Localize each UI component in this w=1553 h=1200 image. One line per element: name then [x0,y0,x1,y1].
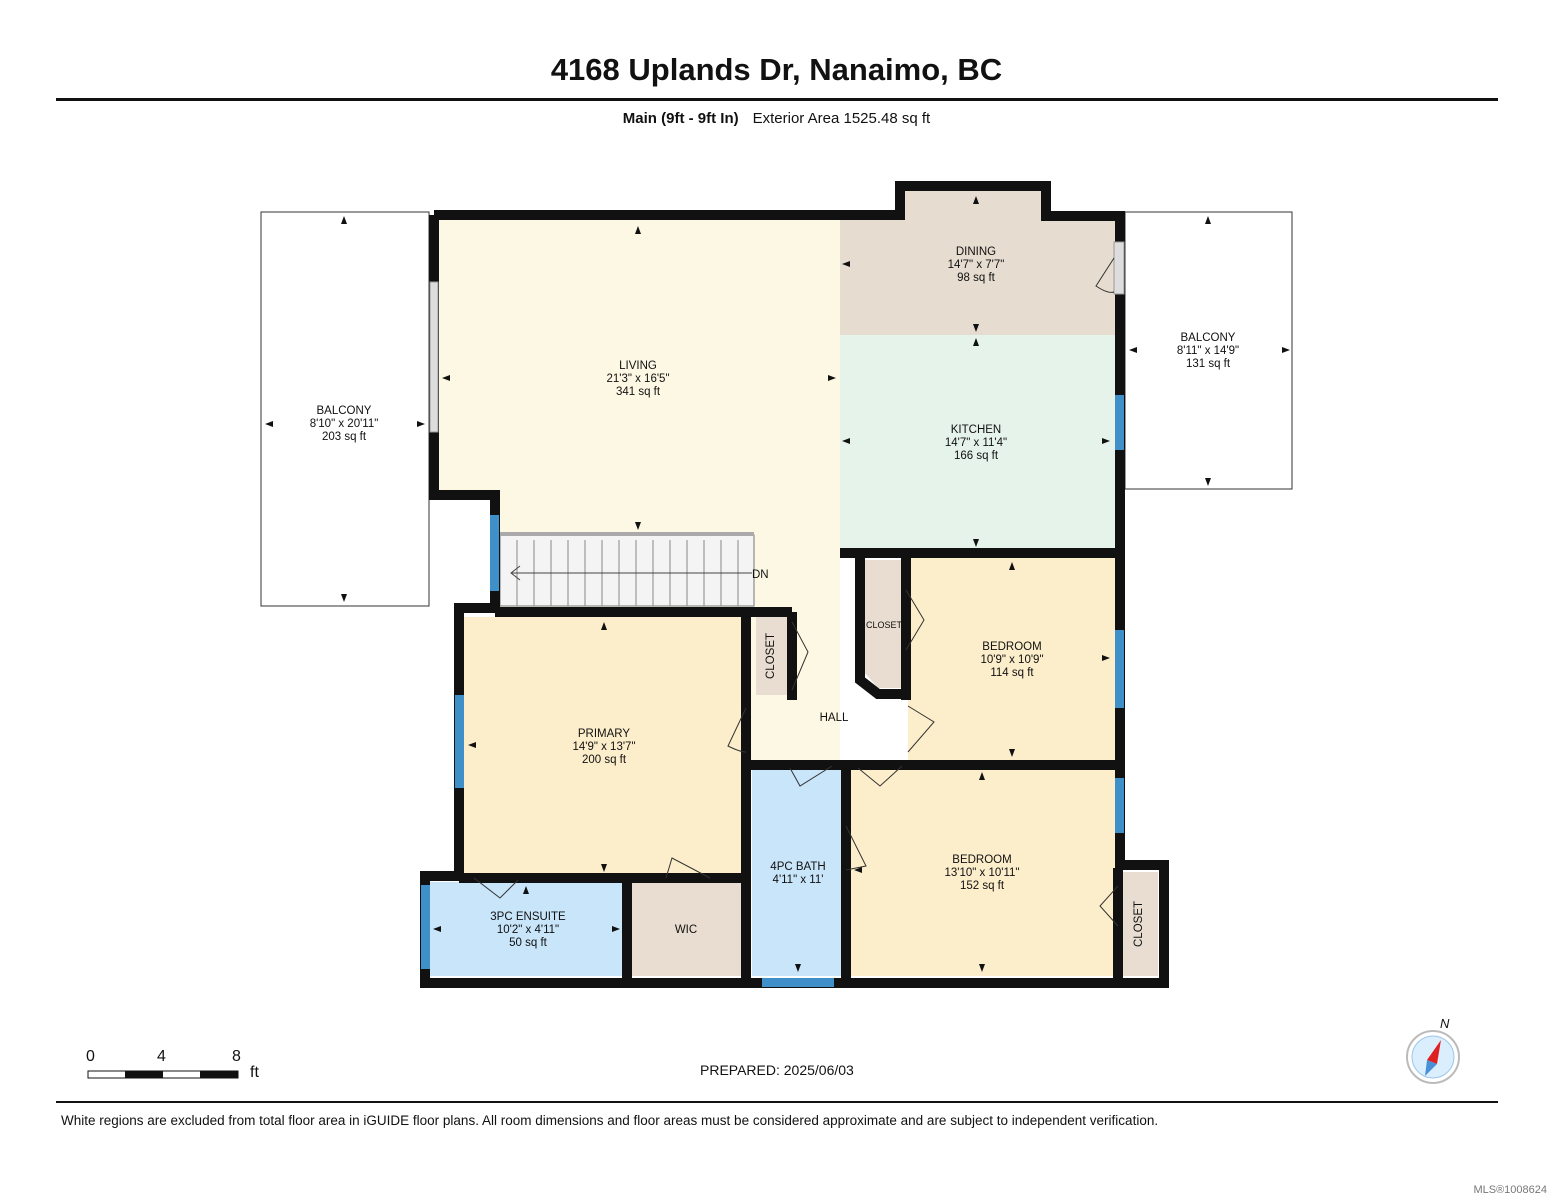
disclaimer-text: White regions are excluded from total fl… [61,1113,1159,1128]
scale-label-0: 0 [86,1048,95,1065]
sliding-door-west [429,281,439,433]
dining-dims: 14'7" x 7'7" [948,259,1005,271]
scale-bar [87,1070,239,1079]
living-room [435,220,840,765]
living-name: LIVING [619,360,657,372]
dining-name: DINING [956,246,996,258]
compass-icon [1406,1030,1460,1084]
prepared-date: PREPARED: 2025/06/03 [700,1062,854,1078]
kitchen-area: 166 sq ft [954,450,999,462]
compass-north-label: N [1440,1016,1450,1031]
scale-label-8: 8 [232,1048,241,1065]
living-dims: 21'3" x 16'5" [606,373,669,385]
closet-hall-label: CLOSET [765,633,777,679]
scale-unit: ft [250,1064,259,1081]
bath-name: 4PC BATH [770,861,825,873]
title-rule [56,98,1498,101]
mls-number: MLS®1008624 [1473,1184,1547,1196]
bedroom2-name: BEDROOM [952,854,1011,866]
primary-area: 200 sq ft [582,754,627,766]
primary-name: PRIMARY [578,728,631,740]
balcony-east-area: 131 sq ft [1186,358,1231,370]
primary-dims: 14'9" x 13'7" [572,741,635,753]
balcony-east-dims: 8'11" x 14'9" [1177,345,1239,357]
living-area: 341 sq ft [616,386,661,398]
sliding-door-east [1113,241,1125,295]
closet-bedroom-2 [1122,872,1158,976]
level-subtitle: Main (9ft - 9ft In) Exterior Area 1525.48… [0,110,1553,127]
balcony-east-name: BALCONY [1181,332,1236,344]
ensuite-dims: 10'2" x 4'11" [497,924,559,936]
stair-rail [500,532,754,536]
wic-name: WIC [675,924,697,936]
dining-room [840,188,1118,335]
footer-rule [56,1101,1498,1103]
dimension-arrows [265,196,1290,972]
kitchen [840,335,1118,550]
page-title: 4168 Uplands Dr, Nanaimo, BC [550,52,1003,87]
balcony-west-area: 203 sq ft [322,431,367,443]
balcony-west-dims: 8'10" x 20'11" [310,418,379,430]
bedroom1-area: 114 sq ft [990,667,1034,679]
exterior-area: Exterior Area 1525.48 sq ft [752,110,931,127]
bath [752,768,845,976]
bedroom2-dims: 13'10" x 10'11" [944,867,1019,879]
closet-hall [756,617,790,695]
balcony-east [1124,211,1293,490]
closet-bedroom2-label: CLOSET [1133,901,1145,947]
ensuite [429,882,624,976]
closet-bedroom1-label: CLOSET [866,620,903,630]
level-name: Main (9ft - 9ft In) [622,110,739,127]
hall-name: HALL [820,712,849,724]
bedroom-1 [908,557,1116,761]
bath-dims: 4'11" x 11' [773,874,824,886]
ensuite-area: 50 sq ft [509,937,548,949]
bedroom-2 [850,768,1116,976]
kitchen-name: KITCHEN [951,424,1001,436]
door-swings [473,257,1119,927]
primary-bedroom [464,617,746,875]
scale-label-4: 4 [157,1048,166,1065]
bedroom1-dims: 10'9" x 10'9" [980,654,1043,666]
stairs-label: DN [752,569,769,581]
stairs [499,534,755,607]
balcony-west-name: BALCONY [317,405,372,417]
balcony-west [260,211,430,607]
stairs-arrow-icon [510,565,521,581]
bedroom2-area: 152 sq ft [960,880,1005,892]
wic [630,882,744,976]
windows [421,395,1124,987]
ensuite-name: 3PC ENSUITE [490,911,566,923]
kitchen-dims: 14'7" x 11'4" [945,437,1007,449]
bedroom1-name: BEDROOM [982,641,1041,653]
closet-bedroom-1 [864,560,902,688]
dining-area: 98 sq ft [957,272,996,284]
